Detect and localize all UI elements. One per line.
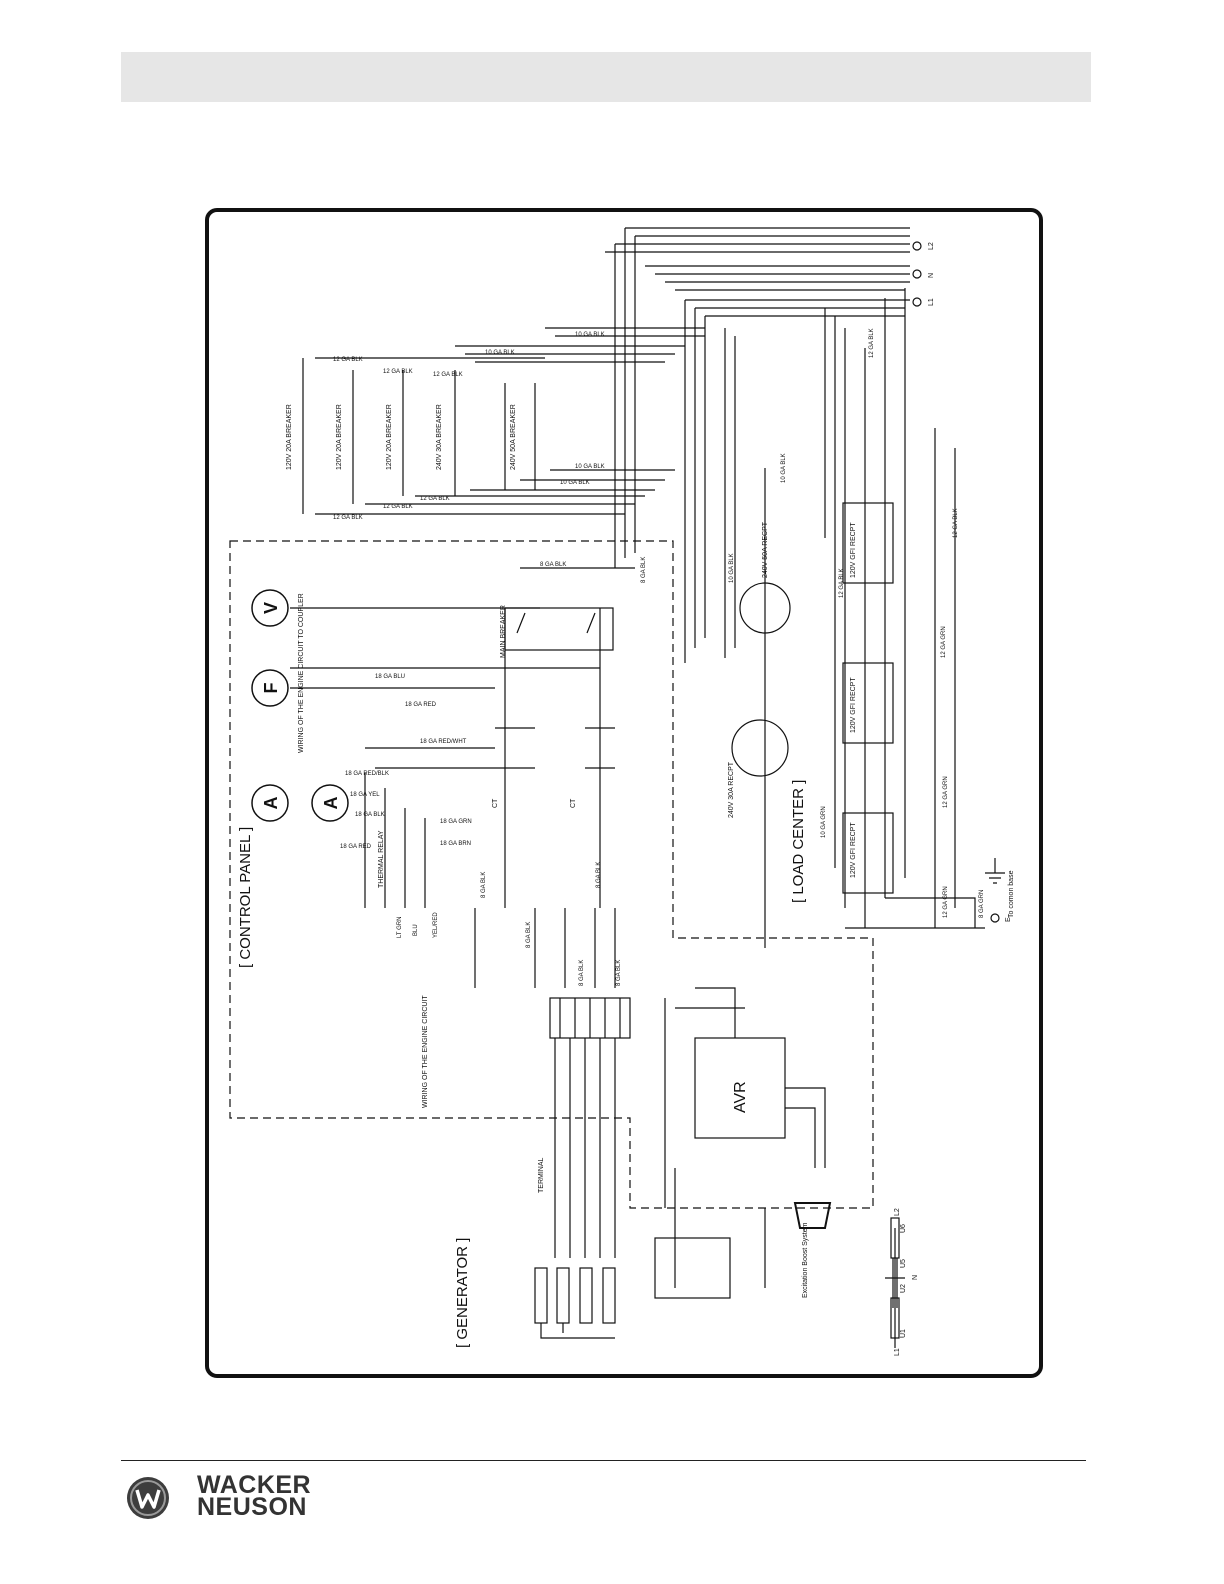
frequency-meter bbox=[251, 669, 289, 707]
recpt-50a-label: 240V 50A RECPT bbox=[762, 521, 769, 578]
wire-8-blk-3: 8 GA BLK bbox=[481, 872, 487, 898]
recpt-50a bbox=[739, 582, 791, 634]
wire-blu: BLU bbox=[413, 924, 419, 936]
footer-rule bbox=[121, 1460, 1086, 1461]
gfi-label-2: 120V GFI RECPT bbox=[850, 677, 857, 733]
excitation-label: Excitation Boost System bbox=[802, 1222, 809, 1298]
wiring-diagram: V F A A [ CONTROL PANEL ] [ LOAD CENTER … bbox=[229, 227, 1015, 1356]
wire-10-blk-2: 10 GA BLK bbox=[575, 332, 605, 338]
breaker-label-3: 120V 20A BREAKER bbox=[386, 404, 393, 470]
wire-lt-grn: LT GRN bbox=[397, 917, 403, 938]
wire-12-blk-3: 12 GA BLK bbox=[383, 369, 413, 375]
wire-10-blk-1: 10 GA BLK bbox=[485, 350, 515, 356]
w-u2: U2 bbox=[900, 1284, 907, 1293]
out-l2: L2 bbox=[928, 242, 935, 250]
voltmeter-label: V bbox=[261, 602, 281, 614]
thermal-relay-label: THERMAL RELAY bbox=[378, 830, 385, 888]
w-u5: U5 bbox=[900, 1259, 907, 1268]
wire-8-blk-2: 8 GA BLK bbox=[641, 557, 647, 583]
wire-18-brn: 18 GA BRN bbox=[440, 841, 471, 847]
wire-18-red-2: 18 GA RED bbox=[340, 844, 372, 850]
main-breaker-label: MAIN BREAKER bbox=[500, 605, 507, 658]
out-l1: L1 bbox=[928, 298, 935, 306]
wire-10-blk-5: 10 GA BLK bbox=[729, 553, 735, 583]
wire-8-blk-6: 8 GA BLK bbox=[579, 960, 585, 986]
brand-line-2: NEUSON bbox=[197, 1493, 307, 1521]
gfi-2 bbox=[842, 662, 894, 744]
wire-18-grn: 18 GA GRN bbox=[440, 819, 472, 825]
wire-18-redwht: 18 GA RED/WHT bbox=[420, 739, 467, 745]
ct-label-1: CT bbox=[492, 798, 499, 808]
brand-line-1: WACKER bbox=[197, 1471, 312, 1499]
voltmeter bbox=[251, 589, 289, 627]
engine-wiring-label: WIRING OF THE ENGINE CIRCUIT bbox=[422, 995, 429, 1108]
w-l2: L2 bbox=[894, 1208, 901, 1216]
header-band bbox=[121, 52, 1091, 102]
diagram-frame bbox=[205, 208, 1043, 1378]
brand-wordmark: WACKER NEUSON bbox=[197, 1471, 312, 1521]
generator-title: [ GENERATOR ] bbox=[454, 1238, 471, 1348]
gfi-1 bbox=[842, 502, 894, 584]
wire-18-blk: 18 GA BLK bbox=[355, 812, 385, 818]
ammeter-label-2: A bbox=[321, 797, 341, 810]
wire-12-blk-1: 12 GA BLK bbox=[333, 357, 363, 363]
wire-8-blk-5: 8 GA BLK bbox=[596, 862, 602, 888]
terminal-label: TERMINAL bbox=[538, 1158, 545, 1194]
control-panel-title: [ CONTROL PANEL ] bbox=[237, 827, 254, 968]
ammeter-2 bbox=[311, 784, 349, 822]
wire-12-blk-2: 12 GA BLK bbox=[333, 515, 363, 521]
wire-10-blk-4: 10 GA BLK bbox=[560, 480, 590, 486]
wire-12-grn-2: 12 GA GRN bbox=[943, 776, 949, 808]
wire-12-blk-7: 12 GA BLK bbox=[869, 328, 875, 358]
wire-10-blk-6: 10 GA BLK bbox=[781, 453, 787, 483]
excitation-boost-box bbox=[654, 1237, 731, 1299]
recpt-30a-label: 240V 30A RECPT bbox=[728, 761, 735, 818]
coupler-wiring-label: WIRING OF THE ENGINE CIRCUIT TO COUPLER bbox=[298, 593, 305, 753]
recpt-30a bbox=[731, 719, 789, 777]
ammeter-1 bbox=[251, 784, 289, 822]
avr-label: AVR bbox=[732, 1081, 749, 1113]
w-n: N bbox=[912, 1275, 919, 1280]
wire-8-blk-7: 8 GA BLK bbox=[616, 960, 622, 986]
breaker-label-1: 120V 20A BREAKER bbox=[286, 404, 293, 470]
breaker-label-2: 120V 20A BREAKER bbox=[336, 404, 343, 470]
w-l1: L1 bbox=[894, 1348, 901, 1356]
wire-12-grn-3: 12 GA GRN bbox=[943, 886, 949, 918]
wire-8-grn-1: 8 GA GRN bbox=[979, 890, 985, 918]
gfi-3 bbox=[842, 812, 894, 894]
wire-12-blk-5: 12 GA BLK bbox=[433, 372, 463, 378]
wire-yel-red: YEL/RED bbox=[433, 912, 439, 938]
wire-18-blu: 18 GA BLU bbox=[375, 674, 405, 680]
wire-18-yel: 18 GA YEL bbox=[350, 792, 380, 798]
main-breaker-box bbox=[504, 607, 614, 651]
ct-label-2: CT bbox=[570, 798, 577, 808]
frequency-label: F bbox=[261, 683, 281, 694]
wire-18-redblk: 18 GA RED/BLK bbox=[345, 771, 389, 777]
load-center-title: [ LOAD CENTER ] bbox=[790, 780, 807, 903]
wire-12-blk-6: 12 GA BLK bbox=[420, 496, 450, 502]
wire-8-blk-1: 8 GA BLK bbox=[540, 562, 566, 568]
wire-12-blk-4: 12 GA BLK bbox=[383, 504, 413, 510]
wire-18-red-1: 18 GA RED bbox=[405, 702, 437, 708]
wire-10-grn-1: 10 GA GRN bbox=[821, 806, 827, 838]
w-u1: U1 bbox=[900, 1329, 907, 1338]
wire-12-grn-1: 12 GA GRN bbox=[941, 626, 947, 658]
breaker-label-5: 240V 50A BREAKER bbox=[510, 404, 517, 470]
control-panel-boundary bbox=[229, 540, 874, 1209]
gfi-label-3: 120V GFI RECPT bbox=[850, 822, 857, 878]
out-n: N bbox=[928, 273, 935, 278]
w-u6: U6 bbox=[900, 1224, 907, 1233]
wire-12-blk-9: 12 GA BLK bbox=[953, 508, 959, 538]
out-e: E bbox=[1005, 917, 1012, 922]
wacker-neuson-logo-icon bbox=[127, 1477, 169, 1519]
breaker-label-4: 240V 30A BREAKER bbox=[436, 404, 443, 470]
wire-8-blk-4: 8 GA BLK bbox=[526, 922, 532, 948]
ammeter-label-1: A bbox=[261, 797, 281, 810]
gfi-label-1: 120V GFI RECPT bbox=[850, 522, 857, 578]
wire-12-blk-8: 12 GA BLK bbox=[839, 568, 845, 598]
wire-10-blk-3: 10 GA BLK bbox=[575, 464, 605, 470]
common-base-label: To comon base bbox=[1008, 870, 1015, 918]
